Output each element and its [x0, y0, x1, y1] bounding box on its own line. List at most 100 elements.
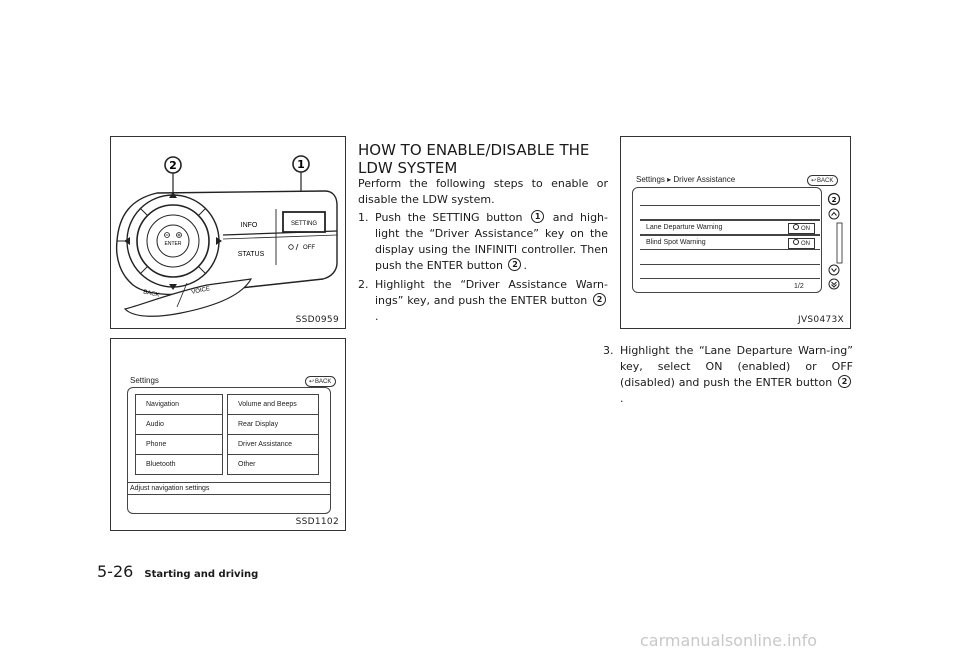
list-divider [640, 205, 820, 206]
key-label: Navigation [146, 401, 180, 408]
status-text: Adjust navigation settings [130, 485, 210, 492]
page-footer: 5-26 Starting and driving [97, 562, 258, 581]
key-label: Other [238, 461, 256, 468]
scroll-controls: 2 [827, 192, 843, 290]
settings-key-audio[interactable]: Audio [135, 414, 223, 435]
callout-2-badge: 2 [838, 375, 851, 388]
page-number: 5-26 [97, 562, 134, 581]
toggle-indicator-icon [793, 224, 799, 230]
settings-screen: Settings ↩BACK Navigation Audio Phone Bl… [119, 371, 339, 530]
list-divider [640, 219, 820, 220]
breadcrumb-current: Driver Assistance [673, 175, 736, 184]
callout-2-badge: 2 [508, 258, 522, 271]
zoom-out-icon [164, 232, 170, 238]
key-label: Audio [146, 421, 164, 428]
scroll-down-icon[interactable] [828, 264, 840, 276]
toggle-state: ON [801, 226, 810, 232]
lane-off-icon [288, 243, 299, 251]
on-toggle[interactable]: ON [788, 238, 815, 249]
list-frame [632, 187, 822, 293]
back-button[interactable]: ↩BACK [807, 175, 839, 186]
figure-caption: SSD1102 [295, 517, 339, 527]
step-number: 3. [603, 344, 614, 357]
step-2: 2. Highlight the “Driver Assistance Warn… [358, 277, 608, 325]
step-text-part: . [620, 392, 624, 405]
step-text-part: Push the SETTING button [375, 211, 523, 224]
list-divider [640, 264, 820, 265]
scroll-up-icon[interactable] [828, 208, 840, 220]
step-number: 2. [358, 278, 369, 291]
key-label: Driver Assistance [238, 441, 293, 448]
enter-label: ENTER [165, 241, 182, 247]
settings-frame [127, 387, 331, 514]
back-button-label: BACK [817, 178, 834, 184]
settings-key-volume-and-beeps[interactable]: Volume and Beeps [227, 394, 319, 415]
controller-illustration: 2 1 [115, 155, 338, 317]
intro-paragraph: Perform the following steps to enable or… [358, 177, 608, 206]
zoom-in-icon [176, 232, 182, 238]
step-text: Highlight the “Lane Departure Warn-ing” … [603, 343, 853, 407]
step-text-part: and high-light the “Driver Assistance” k… [375, 211, 608, 272]
key-label: Phone [146, 441, 167, 448]
step-text: Highlight the “Driver Assistance Warn-in… [358, 277, 608, 325]
step-text: Push the SETTING button 1 and high-light… [358, 210, 608, 274]
key-label: Bluetooth [146, 461, 176, 468]
back-button[interactable]: ↩BACK [305, 376, 337, 387]
back-label: BACK [143, 289, 160, 298]
step-text-part: Highlight the “Driver Assistance Warn-in… [375, 278, 608, 307]
watermark: carmanualsonline.info [640, 631, 818, 650]
driver-assist-screen-figure: Settings ▸ Driver Assistance ↩BACK Lane … [620, 136, 851, 329]
back-arrow-icon: ↩ [309, 379, 315, 385]
scrollbar-track[interactable] [836, 222, 843, 264]
page-down-icon[interactable] [828, 278, 840, 290]
status-label: STATUS [238, 251, 265, 258]
key-label: Volume and Beeps [238, 401, 297, 408]
voice-label: VOICE [191, 286, 211, 296]
list-item-blind-spot-warning[interactable]: Blind Spot Warning ON [640, 235, 820, 250]
breadcrumb-separator: ▸ [667, 175, 672, 184]
settings-key-navigation[interactable]: Navigation [135, 394, 223, 415]
settings-key-driver-assistance[interactable]: Driver Assistance [227, 434, 319, 455]
list-item-lane-departure-warning[interactable]: Lane Departure Warning ON [640, 220, 820, 235]
back-arrow-icon: ↩ [811, 178, 817, 184]
info-label: INFO [241, 222, 258, 229]
setting-button-highlight [282, 211, 326, 233]
settings-key-rear-display[interactable]: Rear Display [227, 414, 319, 435]
settings-key-phone[interactable]: Phone [135, 434, 223, 455]
on-toggle[interactable]: ON [788, 223, 815, 234]
list-item-label: Blind Spot Warning [646, 239, 706, 246]
step-text-part: Highlight the “Lane Departure Warn-ing” … [620, 344, 853, 389]
setting-label: SETTING [291, 221, 317, 227]
controller-figure: 2 1 [110, 136, 346, 329]
step-text-part: . [523, 259, 527, 272]
step-text-part: . [375, 310, 379, 323]
breadcrumb: Settings ▸ Driver Assistance [636, 175, 735, 184]
list-divider [640, 278, 820, 279]
callout-2-digit: 2 [169, 159, 177, 172]
settings-key-other[interactable]: Other [227, 454, 319, 475]
step-1: 1. Push the SETTING button 1 and high-li… [358, 210, 608, 274]
step-number: 1. [358, 211, 369, 224]
callout-2-digit: 2 [832, 196, 837, 204]
section-heading: HOW TO ENABLE/DISABLE THE LDW SYSTEM [358, 141, 590, 177]
settings-key-bluetooth[interactable]: Bluetooth [135, 454, 223, 475]
key-label: Rear Display [238, 421, 279, 428]
settings-title: Settings [130, 376, 159, 385]
toggle-state: ON [801, 241, 810, 247]
callout-1-badge: 1 [531, 210, 545, 223]
settings-status-bar: Adjust navigation settings [127, 482, 331, 495]
settings-screen-figure: Settings ↩BACK Navigation Audio Phone Bl… [110, 338, 346, 531]
toggle-indicator-icon [793, 239, 799, 245]
callout-2-badge: 2 [593, 293, 606, 306]
list-item-label: Lane Departure Warning [646, 224, 723, 231]
back-button-label: BACK [315, 379, 332, 385]
footer-section-title: Starting and driving [144, 569, 259, 580]
step-3: 3. Highlight the “Lane Departure Warn-in… [603, 343, 853, 407]
figure-caption: JVS0473X [798, 315, 844, 325]
page-indicator: 1/2 [794, 283, 804, 290]
figure-caption: SSD0959 [295, 315, 339, 325]
breadcrumb-root: Settings [636, 175, 665, 184]
driver-assist-screen: Settings ▸ Driver Assistance ↩BACK Lane … [629, 169, 843, 297]
callout-2-marker: 2 [827, 192, 841, 206]
off-label: OFF [303, 245, 315, 251]
